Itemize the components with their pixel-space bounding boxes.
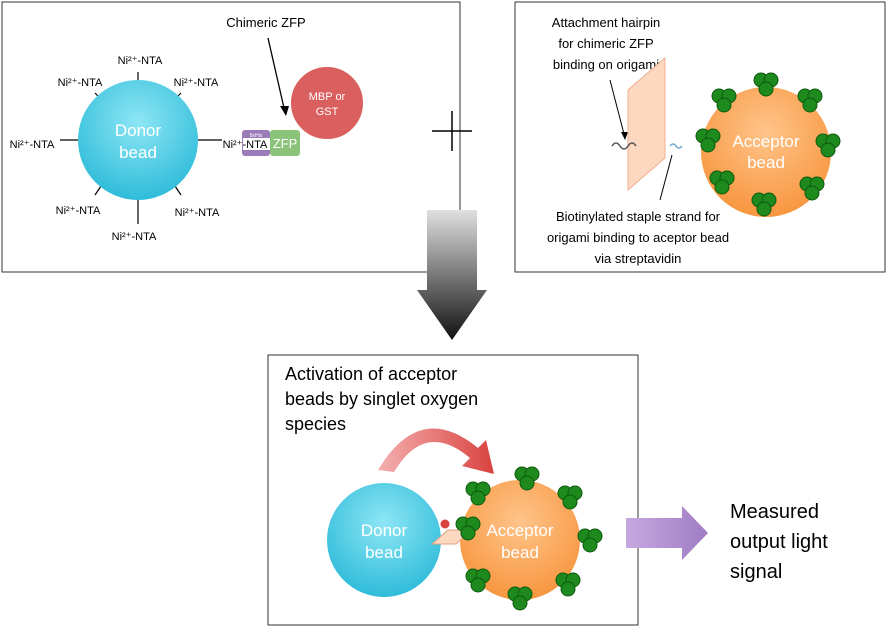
svg-text:Donor: Donor — [361, 521, 408, 540]
svg-text:beads by singlet oxygen: beads by singlet oxygen — [285, 389, 478, 409]
panel-border — [1, 1, 461, 273]
svg-text:8xHis: 8xHis — [250, 133, 263, 139]
svg-text:bead: bead — [501, 543, 539, 562]
activation-panel: Activation of acceptor beads by singlet … — [267, 354, 639, 626]
svg-text:Biotinylated staple strand for: Biotinylated staple strand for — [556, 209, 721, 224]
ni-nta-label: Ni²⁺-NTA — [174, 77, 219, 89]
pointer-arrowhead — [280, 106, 289, 116]
acceptor-bead — [460, 480, 580, 600]
svg-text:bead: bead — [365, 543, 403, 562]
output-arrow — [626, 506, 708, 560]
svg-text:for chimeric ZFP: for chimeric ZFP — [558, 36, 653, 51]
acceptor-panel: Attachment hairpin for chimeric ZFP bind… — [514, 1, 886, 273]
output-label: Measured — [730, 501, 819, 523]
zfp-domain — [270, 130, 300, 156]
dna-hairpin — [611, 142, 637, 150]
biotin-strand — [669, 143, 683, 149]
panel-border — [267, 354, 639, 626]
activation-title: Activation of acceptor — [285, 364, 457, 384]
svg-text:signal: signal — [730, 561, 782, 583]
down-arrow — [417, 210, 487, 340]
mbp-gst-tag — [289, 65, 365, 141]
svg-text:bead: bead — [119, 143, 157, 162]
ni-nta-label: Ni²⁺-NTA — [112, 231, 157, 243]
ni-nta-label: Ni²⁺-NTA — [118, 55, 163, 67]
zfp-complex — [439, 518, 451, 530]
ni-nta-label: Ni²⁺-NTA — [56, 205, 101, 217]
svg-text:GST: GST — [316, 106, 339, 118]
svg-text:MBP or: MBP or — [309, 91, 346, 103]
donor-bead-label: Donor — [115, 121, 162, 140]
dna-origami — [627, 56, 666, 192]
singlet-oxygen-arrow — [378, 428, 494, 474]
donor-bead — [78, 80, 198, 200]
acceptor-bead — [701, 87, 831, 217]
svg-text:ZFP: ZFP — [273, 136, 298, 151]
panel-border — [514, 1, 886, 273]
plus-sign — [432, 111, 472, 151]
chimeric-zfp-caption: Chimeric ZFP — [226, 15, 305, 30]
ni-nta-label: Ni²⁺-NTA — [58, 77, 103, 89]
svg-text:origami binding to aceptor bea: origami binding to aceptor bead — [547, 230, 729, 245]
ni-nta-label: Ni²⁺-NTA — [10, 139, 55, 151]
ni-nta-label: Ni²⁺-NTA — [175, 207, 220, 219]
svg-text:binding on origami: binding on origami — [553, 57, 659, 72]
svg-text:Acceptor: Acceptor — [732, 132, 799, 151]
donor-bead — [327, 483, 441, 597]
svg-text:Attachment hairpin: Attachment hairpin — [552, 15, 660, 30]
ni-nta-label: Ni²⁺-NTA — [223, 139, 268, 151]
svg-text:via streptavidin: via streptavidin — [595, 251, 682, 266]
svg-text:bead: bead — [747, 153, 785, 172]
svg-text:Acceptor: Acceptor — [486, 521, 553, 540]
donor-panel: Donor bead Ni²⁺-NTA Ni²⁺-NTA Ni²⁺-NTA Ni… — [1, 1, 461, 273]
svg-text:species: species — [285, 414, 346, 434]
svg-text:output light: output light — [730, 531, 828, 553]
